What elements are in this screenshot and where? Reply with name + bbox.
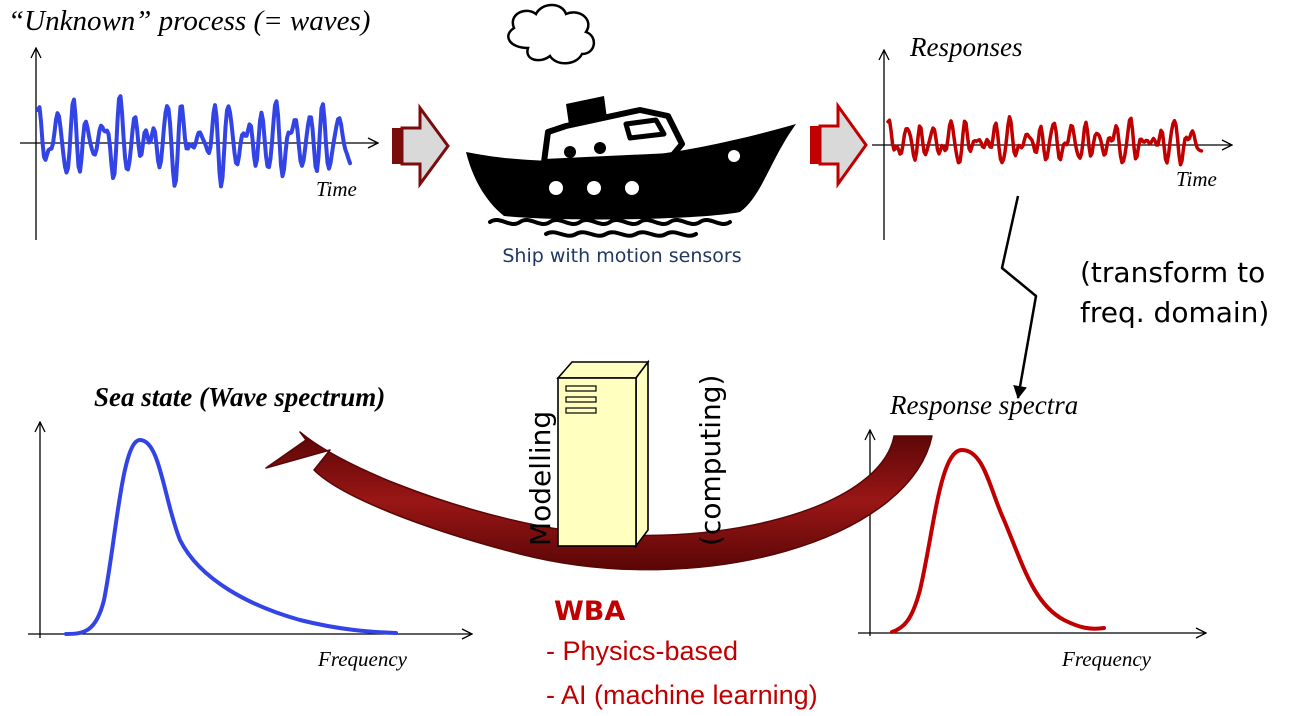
time-label-right: Time xyxy=(1176,167,1217,191)
block-arrow-left xyxy=(392,103,450,189)
wba-item-physics: - Physics-based xyxy=(546,636,738,666)
wave-spectrum-curve xyxy=(64,438,398,636)
server-icon xyxy=(556,359,650,549)
modelling-label: Modelling xyxy=(524,411,557,546)
wave-time-signal xyxy=(36,94,352,189)
response-spectra-title: Response spectra xyxy=(889,390,1078,420)
frequency-label-right: Frequency xyxy=(1061,647,1152,671)
frequency-label-left: Frequency xyxy=(317,647,408,671)
computing-label: (computing) xyxy=(694,375,727,546)
ship-icon xyxy=(466,3,796,238)
response-spectrum-curve xyxy=(890,448,1106,634)
time-label-left: Time xyxy=(316,177,357,201)
sea-state-title: Sea state (Wave spectrum) xyxy=(94,382,385,412)
lightning-arrow-icon xyxy=(1000,195,1038,399)
transform-note-line2: freq. domain) xyxy=(1080,296,1269,329)
transform-note-line1: (transform to xyxy=(1080,256,1265,289)
block-arrow-right xyxy=(810,101,868,189)
cloud-icon xyxy=(507,3,595,65)
wba-title: WBA xyxy=(554,596,625,627)
ship-caption: Ship with motion sensors xyxy=(502,245,741,267)
response-time-signal xyxy=(886,115,1204,167)
inverse-mapping-arrow xyxy=(265,431,933,571)
unknown-process-title: “Unknown” process (= waves) xyxy=(8,5,370,37)
responses-title: Responses xyxy=(909,32,1022,62)
wba-item-ai: - AI (machine learning) xyxy=(546,680,818,710)
